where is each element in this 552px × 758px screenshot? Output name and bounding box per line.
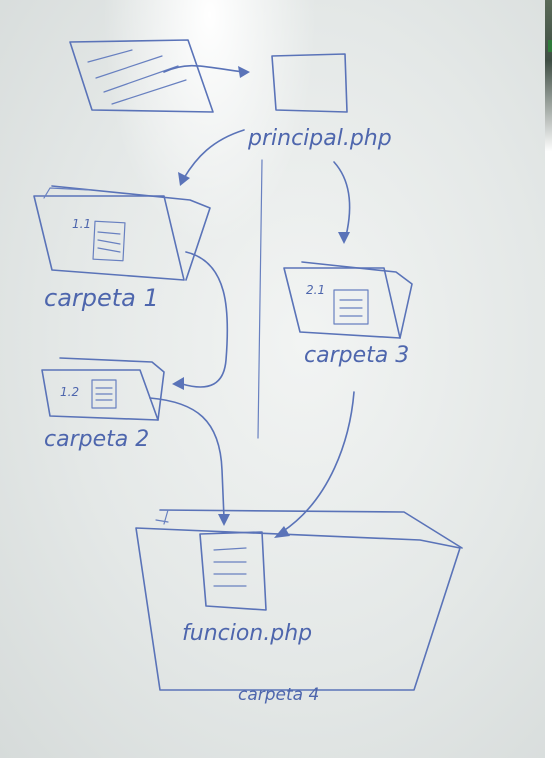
file-2-1-label: 2.1 [306,283,325,297]
arrow-principal-to-carpeta1 [178,129,245,186]
arrow-principal-to-carpeta3 [333,161,351,244]
board-edge [545,0,552,758]
browser-window-sketch [69,39,214,113]
carpeta4-folder [135,509,463,691]
carpeta1-label: carpeta 1 [44,284,159,312]
arrow-carpeta2-to-funcion [149,397,230,526]
carpeta2-label: carpeta 2 [44,427,149,452]
funcion-label: funcion.php [182,621,312,646]
carpeta4-label: carpeta 4 [238,685,319,705]
arrow-window-to-principal [163,64,250,78]
arrow-carpeta1-to-carpeta2 [172,251,229,390]
funcion-file-icon [199,531,267,611]
file-1-2-label: 1.2 [60,385,79,399]
carpeta3-folder [283,261,413,339]
principal-vertical-line [257,159,263,439]
arrow-carpeta3-to-funcion [274,391,355,538]
principal-label: principal.php [247,126,392,151]
file-1-1-label: 1.1 [72,217,91,231]
carpeta1-folder [33,185,211,281]
board-edge-marker [548,40,552,52]
carpeta2-folder [41,357,165,421]
carpeta3-label: carpeta 3 [304,343,409,368]
principal-file-box [271,53,348,113]
